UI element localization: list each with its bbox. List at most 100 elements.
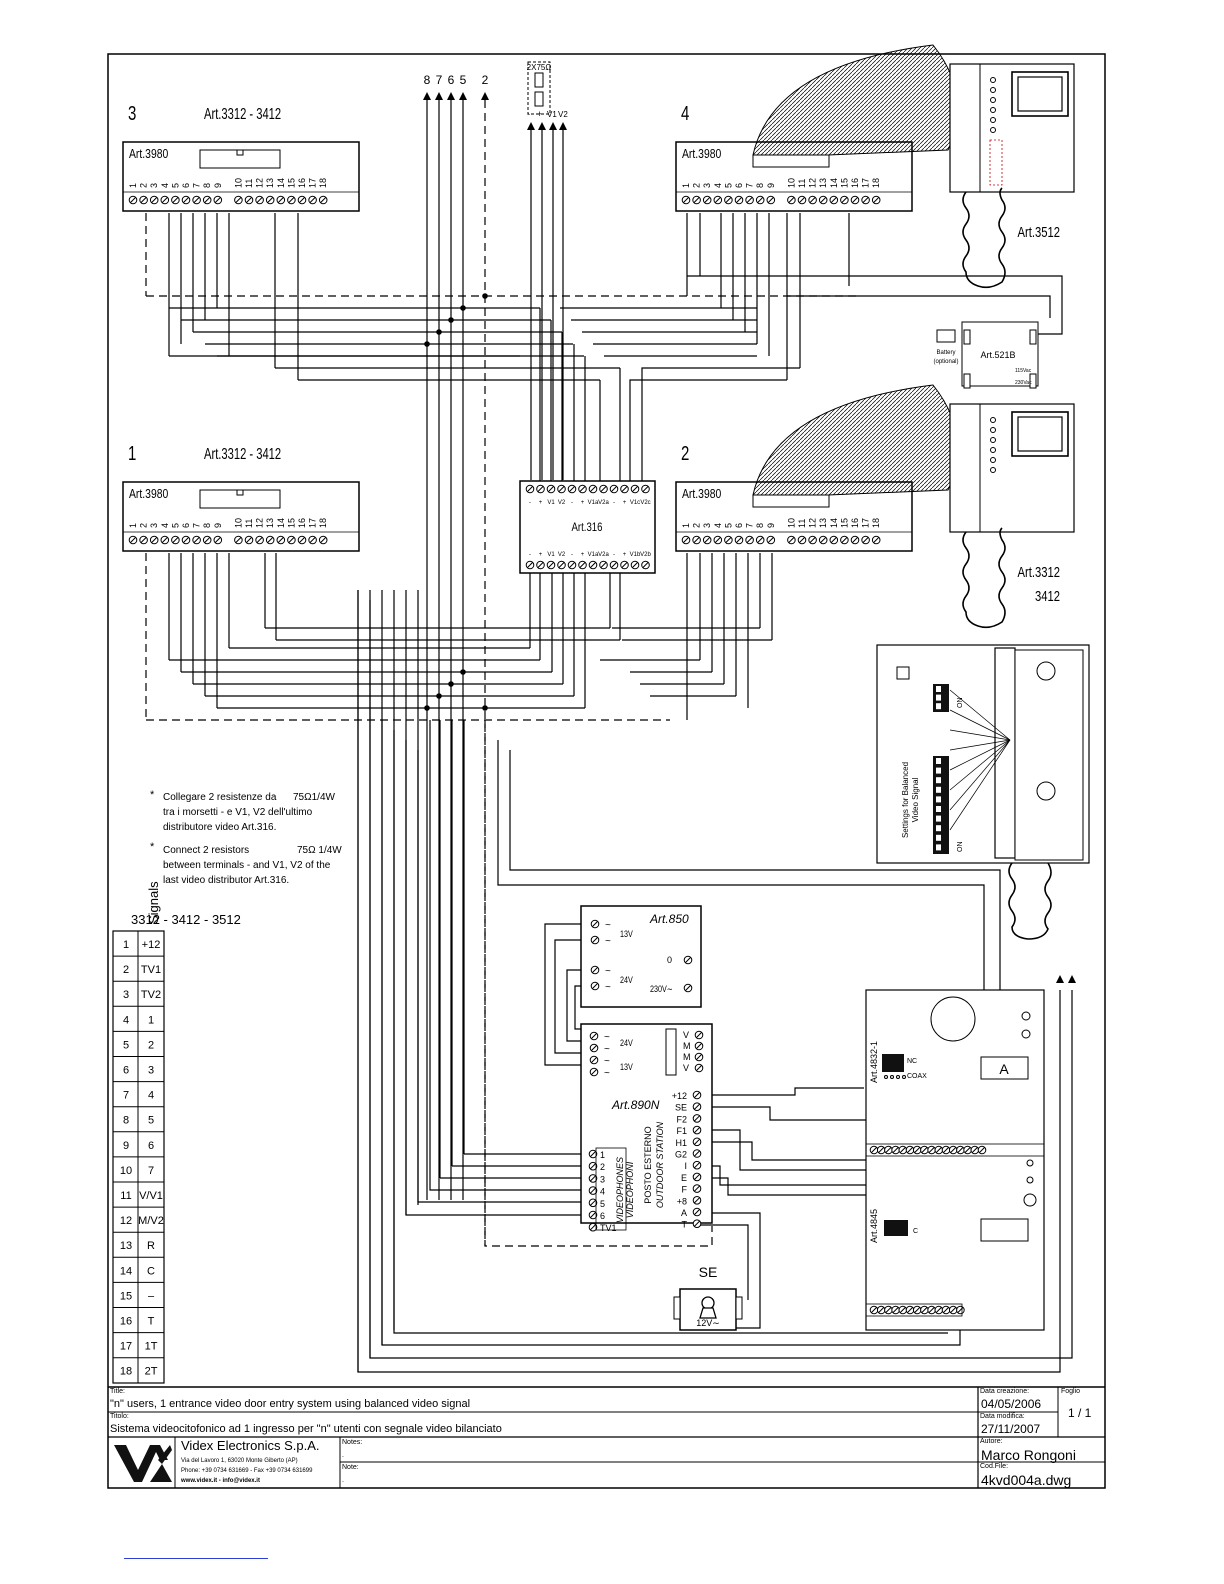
camera-module-2: Art.4845 bbox=[869, 1209, 879, 1243]
dip-text-2: Video Signal bbox=[911, 777, 920, 822]
sheet-label: Foglio bbox=[1061, 1388, 1081, 1395]
terminal-slot bbox=[621, 562, 628, 568]
modified-date: 27/11/2007 bbox=[981, 1422, 1041, 1436]
terminal-slot bbox=[830, 197, 837, 203]
junction-dot bbox=[482, 293, 488, 299]
terminal-slot bbox=[299, 197, 305, 203]
panel-handset-cord bbox=[1008, 862, 1052, 940]
company-address: Via del Lavoro 1, 63020 Monte Giberto (A… bbox=[181, 1458, 298, 1464]
outdoor-right-term: F bbox=[682, 1185, 688, 1195]
terminal-slot bbox=[591, 1033, 597, 1039]
terminal-slot bbox=[694, 1103, 700, 1110]
terminal-number: 18 bbox=[318, 178, 328, 188]
note-it-1: Collegare 2 resistenze da bbox=[163, 792, 277, 803]
note-asterisk: * bbox=[150, 789, 155, 801]
wire bbox=[700, 1224, 749, 1300]
terminal-slot bbox=[809, 197, 816, 203]
terminal-slot bbox=[696, 1065, 702, 1071]
transformer-24v: 24V bbox=[620, 975, 633, 985]
display-notch bbox=[236, 489, 244, 496]
terminal-slot bbox=[694, 1209, 700, 1215]
outdoor-left-term: 6 bbox=[600, 1211, 605, 1221]
terminal-slot bbox=[820, 197, 827, 203]
dist-bottom-term: V1a bbox=[588, 552, 599, 558]
signal-name: – bbox=[148, 1290, 155, 1302]
terminal-slot bbox=[537, 486, 544, 492]
terminal-slot bbox=[767, 537, 774, 543]
videx-logo bbox=[110, 1440, 173, 1486]
dip-lever bbox=[936, 767, 941, 774]
terminal-slot bbox=[235, 537, 242, 543]
outdoor-left-term: 1 bbox=[600, 1150, 605, 1160]
station-number-2: 2 bbox=[681, 442, 689, 465]
title-label: Title: bbox=[110, 1388, 125, 1395]
dist-top-term: V2a bbox=[598, 500, 609, 506]
wire bbox=[357, 590, 1061, 1373]
terminal-slot bbox=[714, 537, 721, 543]
terminal-slot bbox=[683, 197, 689, 203]
lock-keyhole-icon-base bbox=[699, 1307, 717, 1319]
junction-dot bbox=[482, 705, 488, 711]
junction-dot bbox=[436, 329, 442, 335]
file-label: Cod.File: bbox=[980, 1463, 1009, 1470]
terminal-slot bbox=[611, 486, 617, 492]
dist-bottom-term: + bbox=[539, 552, 543, 558]
terminal-slot bbox=[592, 937, 598, 943]
outdoor-24v: 24V bbox=[620, 1038, 633, 1048]
terminal-number: 8 bbox=[202, 523, 212, 528]
terminal-slot bbox=[591, 1069, 597, 1075]
terminal-slot bbox=[193, 197, 200, 203]
wire bbox=[393, 730, 948, 1334]
bus-number: 5 bbox=[460, 73, 467, 87]
terminal-slot bbox=[320, 197, 327, 203]
monitor-button-icon bbox=[990, 127, 996, 133]
ribbon-cable bbox=[752, 44, 959, 156]
power-unit-230: 230Vac bbox=[1015, 380, 1032, 386]
terminal-slot bbox=[841, 197, 848, 203]
handset-cord bbox=[962, 187, 1006, 289]
terminal-slot bbox=[591, 1045, 597, 1051]
terminal-slot bbox=[537, 562, 544, 568]
terminal-slot bbox=[685, 985, 691, 991]
terminal-slot bbox=[696, 1032, 702, 1038]
terminal-number: 2 bbox=[692, 523, 702, 528]
signal-name: V/V1 bbox=[139, 1190, 163, 1202]
monitor-button-icon bbox=[990, 447, 996, 453]
page-footer-link-line[interactable] bbox=[124, 1558, 268, 1559]
outdoor-right-term: G2 bbox=[675, 1150, 687, 1160]
terminal-slot bbox=[299, 537, 305, 543]
transformer-230v: 230V∼ bbox=[650, 984, 673, 994]
terminal-slot bbox=[600, 562, 607, 568]
outdoor-vm-block bbox=[665, 1028, 677, 1076]
terminal-slot bbox=[267, 197, 274, 203]
terminal-slot bbox=[788, 537, 795, 543]
signal-name: T bbox=[148, 1316, 155, 1328]
terminal-number: 15 bbox=[839, 518, 849, 528]
note-en-2: between terminals - and V1, V2 of the bbox=[163, 860, 331, 871]
ribbon-connector bbox=[752, 494, 830, 508]
terminal-slot bbox=[611, 562, 617, 568]
terminal-number: 16 bbox=[850, 518, 860, 528]
title-block-frame bbox=[108, 1386, 1105, 1488]
module-label: Art.3980 bbox=[682, 147, 722, 161]
outdoor-caption-2: VIDEOPHONI bbox=[625, 1161, 635, 1218]
signal-name: 6 bbox=[148, 1140, 154, 1152]
station-number-1: 1 bbox=[128, 442, 136, 465]
station-art-1: Art.3312 - 3412 bbox=[204, 444, 281, 463]
terminal-number: 12 bbox=[808, 518, 818, 528]
dip-lever bbox=[936, 694, 941, 701]
transformer-13v: 13V bbox=[620, 929, 633, 939]
terminal-slot bbox=[852, 537, 858, 543]
junction-dot bbox=[460, 669, 466, 675]
lock-side bbox=[735, 1296, 743, 1320]
transformer-0: 0 bbox=[667, 955, 672, 965]
signal-number: 15 bbox=[120, 1290, 132, 1302]
wire bbox=[554, 939, 595, 1054]
dashed-wire bbox=[484, 720, 713, 1247]
terminal-slot bbox=[943, 1147, 949, 1153]
note-asterisk: * bbox=[150, 841, 155, 853]
terminal-slot bbox=[277, 197, 284, 203]
terminal-slot bbox=[757, 537, 764, 543]
terminal-slot bbox=[914, 1147, 921, 1153]
ac-symbol: ~ bbox=[605, 920, 611, 931]
